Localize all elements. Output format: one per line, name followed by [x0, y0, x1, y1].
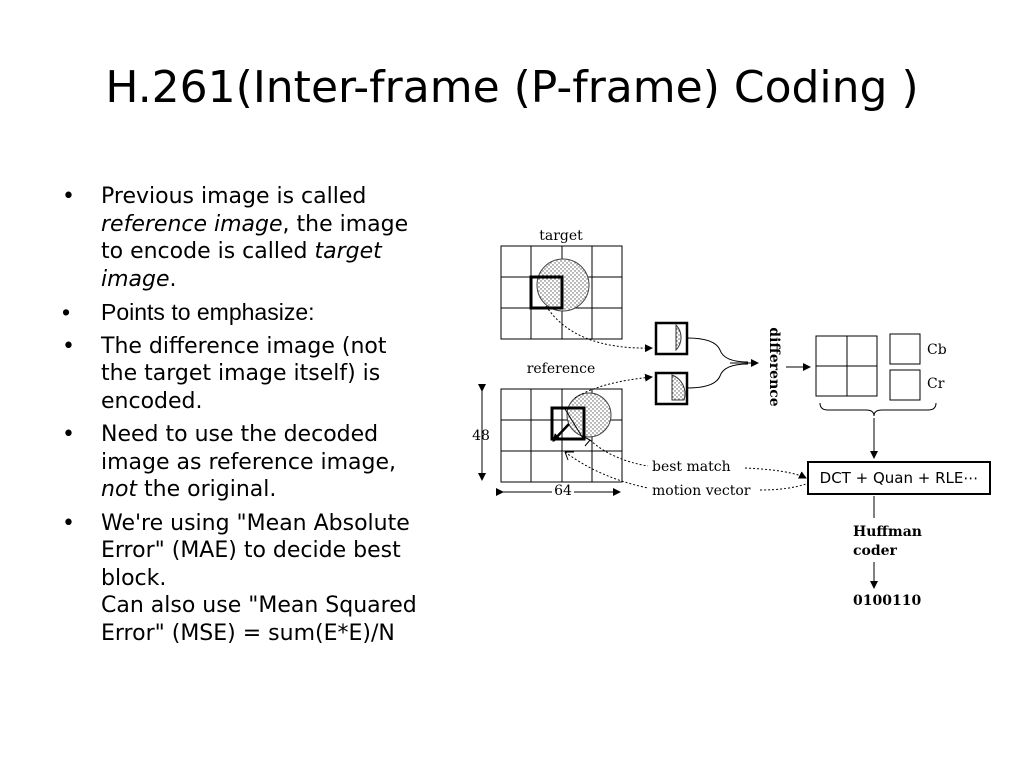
- bullet-item: • Previous image is called reference ima…: [62, 183, 492, 293]
- height-dimension-label: 48: [472, 428, 490, 444]
- best-match-to-dct-arrow: [744, 467, 807, 479]
- cb-label: Cb: [927, 342, 947, 358]
- blocks-brace: [819, 402, 937, 417]
- emphasis-text: image: [101, 266, 170, 292]
- reference-object-circle: [566, 392, 612, 438]
- bullet-list: • Previous image is called reference ima…: [62, 183, 492, 653]
- reference-label: reference: [527, 361, 596, 377]
- huffman-label-line1: Huffman: [853, 524, 922, 540]
- motion-vector-arrow: [552, 423, 570, 442]
- bullet-line: Error" (MAE) to decide best: [101, 538, 401, 563]
- bullet-line: Need to use the decoded: [101, 422, 379, 447]
- bullet-text: the original.: [137, 477, 277, 502]
- width-dimension-label: 64: [554, 483, 572, 499]
- bullet-marker: •: [62, 299, 71, 325]
- bullet-line: to encode is called target: [101, 238, 492, 266]
- bullet-item: • The difference image (not the target i…: [62, 333, 492, 416]
- motion-vector-label: motion vector: [652, 483, 751, 499]
- target-block: [529, 275, 564, 310]
- motion-vector-to-dct-arrow: [759, 483, 807, 491]
- bullet-item: • Points to emphasize:: [62, 299, 492, 327]
- cr-label: Cr: [927, 376, 945, 392]
- cb-block: [889, 333, 921, 365]
- bullet-item: • We're using "Mean Absolute Error" (MAE…: [62, 510, 492, 648]
- bullet-marker: •: [62, 422, 75, 447]
- bullet-item: • Need to use the decoded image as refer…: [62, 421, 492, 504]
- target-label: target: [539, 228, 583, 244]
- huffman-label-line2: coder: [853, 543, 898, 559]
- output-bitstream: 0100110: [853, 593, 921, 609]
- bullet-line: reference image, the image: [101, 211, 492, 239]
- emphasis-text: target: [314, 239, 382, 264]
- bullet-line: Points to emphasize:: [101, 299, 315, 325]
- luminance-blocks: [815, 335, 878, 397]
- dct-quan-rle-label: DCT + Quan + RLE⋯: [820, 469, 979, 487]
- cr-block: [889, 369, 921, 401]
- target-block-copy: [654, 321, 689, 356]
- bullet-line: Previous image is called: [101, 184, 367, 209]
- target-to-block-arrow: [545, 305, 653, 353]
- emphasis-text: reference image: [101, 211, 283, 237]
- bullet-line: Can also use "Mean Squared: [101, 593, 417, 618]
- bullet-line: block.: [101, 565, 167, 591]
- best-match-label: best match: [652, 459, 731, 475]
- bullet-line: Error" (MSE) = sum(E*E)/N: [101, 620, 395, 646]
- bullet-line: image as reference image,: [101, 449, 397, 475]
- bullet-line: The difference image (not: [101, 333, 387, 359]
- bullet-line: the target image itself) is: [101, 361, 381, 386]
- bullet-marker: •: [62, 510, 75, 536]
- best-match-block: [550, 406, 586, 441]
- bullet-marker: •: [62, 184, 75, 209]
- bullet-marker: •: [62, 333, 75, 359]
- dct-quan-rle-box: [807, 461, 991, 495]
- slide-title: H.261(Inter-frame (P-frame) Coding ): [105, 62, 919, 113]
- best-match-leader: [589, 439, 649, 467]
- bullet-line: We're using "Mean Absolute: [101, 510, 410, 536]
- motion-vector-leader: [564, 451, 649, 489]
- bullet-text: .: [169, 266, 177, 292]
- merge-curve-bottom: [686, 363, 749, 389]
- bullet-line: not the original.: [101, 476, 492, 504]
- bullet-text: to encode is called: [101, 239, 315, 264]
- bullet-text: , the image: [282, 211, 409, 237]
- bullet-line: image.: [101, 266, 492, 294]
- emphasis-text: not: [101, 477, 138, 502]
- bullet-line: encoded.: [101, 388, 203, 414]
- merge-curve-top: [686, 337, 749, 363]
- difference-label: difference: [766, 327, 782, 406]
